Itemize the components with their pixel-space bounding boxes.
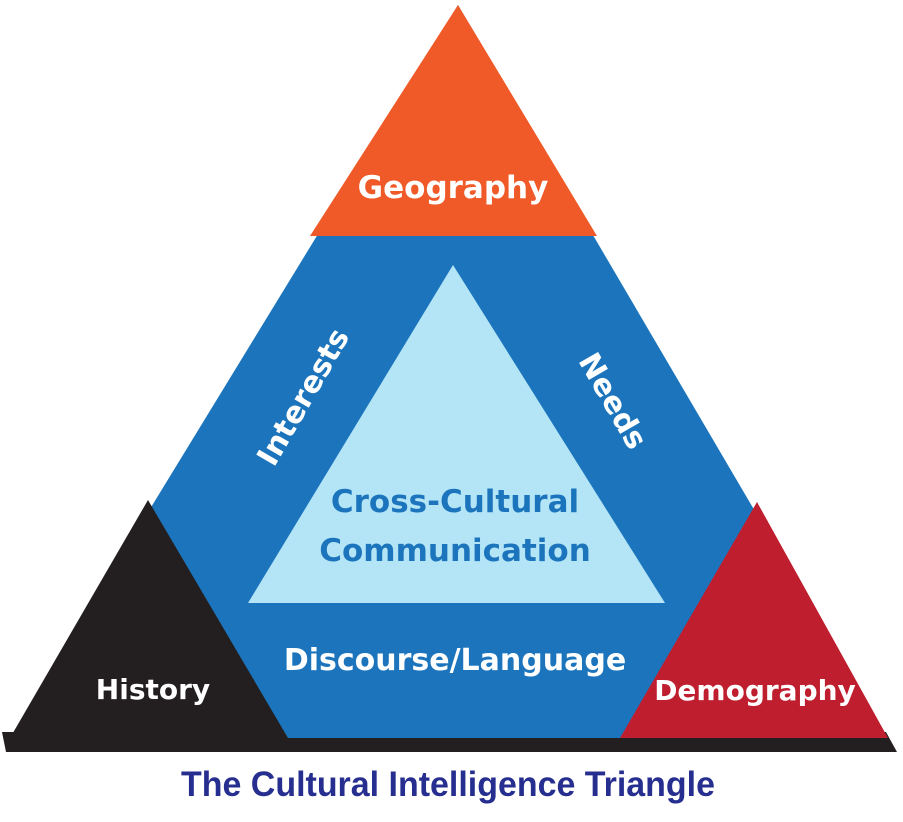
geography-corner xyxy=(310,5,597,236)
center-label-line-2: Communication xyxy=(319,533,591,569)
center-label-line-1: Cross-Cultural xyxy=(331,484,579,520)
demography-label: Demography xyxy=(654,674,856,707)
inner-triangle xyxy=(248,265,665,603)
history-corner xyxy=(10,500,288,738)
demography-corner xyxy=(620,502,888,738)
geography-label: Geography xyxy=(358,170,549,206)
discourse-language-label: Discourse/Language xyxy=(284,643,626,678)
diagram-caption: The Cultural Intelligence Triangle xyxy=(181,765,715,804)
history-label: History xyxy=(96,673,210,706)
